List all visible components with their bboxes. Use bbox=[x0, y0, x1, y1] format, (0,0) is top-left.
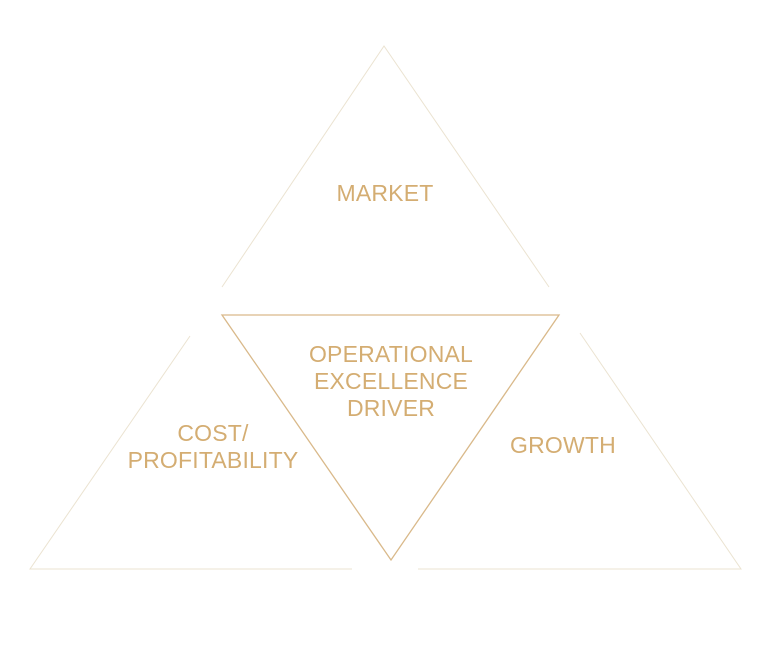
center-triangle bbox=[220, 314, 561, 562]
growth-triangle bbox=[418, 332, 742, 570]
cost-label-line-2: PROFITABILITY bbox=[127, 447, 299, 473]
center-label-line-3: DRIVER bbox=[346, 395, 436, 421]
center-label-line-2: EXCELLENCE bbox=[313, 368, 469, 394]
center-label-line-1: OPERATIONAL bbox=[308, 341, 474, 367]
cost-label-line-1: COST/ bbox=[177, 420, 249, 446]
market-triangle bbox=[221, 45, 550, 288]
cost-profitability-label: COST/ PROFITABILITY bbox=[128, 420, 299, 474]
market-label: MARKET bbox=[336, 180, 433, 207]
growth-label-line: GROWTH bbox=[510, 432, 616, 458]
market-label-line: MARKET bbox=[336, 180, 434, 206]
cost-triangle bbox=[29, 335, 352, 570]
growth-label: GROWTH bbox=[510, 432, 616, 459]
operational-excellence-label: OPERATIONAL EXCELLENCE DRIVER bbox=[309, 341, 473, 422]
